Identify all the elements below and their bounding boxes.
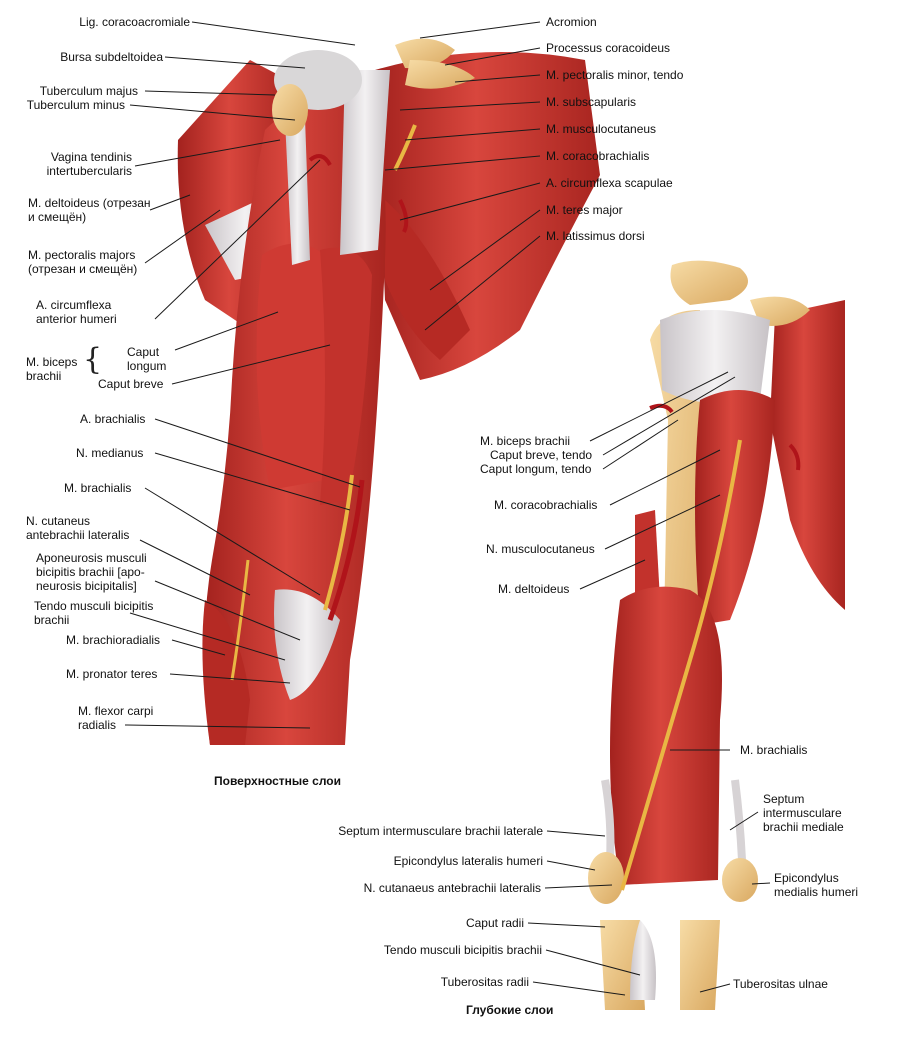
deep-latissimus	[770, 300, 845, 610]
label-deltoideus-1: M. deltoideus (отрезан	[28, 196, 151, 210]
label-n-cutanaeus: N. cutanaeus antebrachii lateralis	[363, 881, 541, 895]
label-deep-biceps: M. biceps brachii	[480, 434, 571, 448]
biceps-short-tendon	[340, 70, 390, 255]
label-tuberositas-radii: Tuberositas radii	[440, 975, 529, 989]
label-epicondylus-med-1: Epicondylus	[774, 871, 839, 885]
label-deep-tendo-biceps: Tendo musculi bicipitis brachii	[383, 943, 542, 957]
label-aponeurosis-1: Aponeurosis musculi	[36, 551, 147, 565]
label-tuberositas-ulnae: Tuberositas ulnae	[733, 977, 828, 991]
label-caput-longum-2: longum	[127, 359, 167, 373]
label-m-brachialis: M. brachialis	[64, 481, 132, 495]
label-pectoralis-2: (отрезан и смещён)	[28, 262, 138, 276]
label-subscapularis: M. subscapularis	[546, 95, 637, 109]
deep-artery-branch	[788, 443, 801, 471]
label-aponeurosis-3: neurosis bicipitalis]	[36, 579, 137, 593]
median-nerve	[323, 474, 354, 611]
label-caput-breve: Caput breve	[98, 377, 164, 391]
label-tendo-biceps-1: Tendo musculi bicipitis	[34, 599, 154, 613]
label-n-medianus: N. medianus	[76, 446, 144, 460]
deep-shoulder-bone	[670, 260, 748, 305]
lateral-cutaneous-nerve	[230, 559, 250, 681]
label-brachioradialis: M. brachioradialis	[66, 633, 161, 647]
biceps-short-head	[320, 247, 372, 505]
medial-epicondyle	[722, 858, 758, 902]
label-deltoideus-2: и смещён)	[28, 210, 87, 224]
caption-deep: Глубокие слои	[466, 1003, 554, 1017]
label-musculocutaneus: M. musculocutaneus	[546, 122, 657, 136]
label-aponeurosis-2: bicipitis brachii [apo-	[36, 565, 145, 579]
label-teres-major: M. teres major	[546, 203, 623, 217]
biceps-brace: {	[83, 342, 103, 377]
label-septum-med-1: Septum	[763, 792, 805, 806]
deep-musculocutaneous-nerve	[620, 439, 742, 891]
deep-deltoid	[635, 510, 660, 605]
label-epicondylus-med-2: medialis humeri	[774, 885, 859, 899]
label-deep-musculocutaneus: N. musculocutaneus	[486, 542, 595, 556]
label-pronator-teres: M. pronator teres	[66, 667, 158, 681]
capsule	[660, 310, 770, 404]
label-processus-coracoideus: Processus coracoideus	[546, 41, 671, 55]
label-a-brachialis: A. brachialis	[80, 412, 146, 426]
deep-arm	[588, 260, 845, 1010]
label-deep-caput-breve: Caput breve, tendo	[490, 448, 593, 462]
label-coracobrachialis: M. coracobrachialis	[546, 149, 650, 163]
label-vagina-1: Vagina tendinis	[50, 150, 132, 164]
label-n-cutaneus-2: antebrachii lateralis	[26, 528, 130, 542]
brachial-artery	[327, 479, 365, 621]
label-bursa-subdeltoidea: Bursa subdeltoidea	[60, 50, 163, 64]
lateral-septum	[601, 779, 615, 861]
label-vagina-2: intertubercularis	[46, 164, 132, 178]
caption-superficial: Поверхностные слои	[214, 774, 342, 788]
label-biceps-2: brachii	[26, 369, 62, 383]
label-flexor-carpi-1: M. flexor carpi	[78, 704, 154, 718]
label-circumflexa-ant-1: A. circumflexa	[36, 298, 112, 312]
deep-coracobrachialis	[695, 390, 775, 625]
biceps-long-tendon	[285, 118, 310, 265]
label-septum-med-3: brachii mediale	[763, 820, 844, 834]
label-caput-longum-1: Caput	[127, 345, 160, 359]
label-pectoralis-minor: M. pectoralis minor, tendo	[546, 68, 684, 82]
medial-septum	[731, 779, 746, 861]
label-biceps-1: M. biceps	[26, 355, 78, 369]
label-circumflexa-ant-2: anterior humeri	[36, 312, 117, 326]
label-caput-radii: Caput radii	[465, 916, 524, 930]
leader-lines	[124, 21, 771, 996]
label-deep-caput-longum: Caput longum, tendo	[480, 462, 592, 476]
deep-biceps-tendon	[630, 920, 656, 1000]
label-acromion: Acromion	[546, 15, 597, 29]
label-pectoralis-1: M. pectoralis majors	[28, 248, 136, 262]
label-tendo-biceps-2: brachii	[34, 613, 70, 627]
label-flexor-carpi-2: radialis	[78, 718, 117, 732]
label-epicondylus-lat: Epicondylus lateralis humeri	[393, 854, 543, 868]
superficial-arm	[177, 38, 600, 745]
label-latissimus-dorsi: M. latissimus dorsi	[546, 229, 645, 243]
musculocutaneous-nerve	[393, 124, 417, 171]
label-n-cutaneus-1: N. cutaneus	[26, 514, 91, 528]
lateral-epicondyle	[588, 852, 624, 904]
ulna	[680, 920, 720, 1010]
deep-circumflex-artery	[649, 403, 674, 414]
biceps-long-head	[256, 243, 337, 490]
label-lig-coracoacromiale: Lig. coracoacromiale	[79, 15, 190, 29]
label-deep-deltoideus: M. deltoideus	[498, 582, 570, 596]
label-tuberculum-majus: Tuberculum majus	[39, 84, 138, 98]
label-circumflexa-scapulae: A. circumflexa scapulae	[546, 176, 673, 190]
label-septum-lat: Septum intermusculare brachii laterale	[338, 824, 543, 838]
label-septum-med-2: intermusculare	[763, 806, 842, 820]
latissimus-muscle	[385, 200, 470, 360]
label-deep-brachialis: M. brachialis	[740, 743, 808, 757]
circumflex-artery	[308, 154, 332, 167]
brachioradialis-muscle	[202, 600, 250, 745]
bicipital-aponeurosis	[274, 589, 340, 700]
label-tuberculum-minus: Tuberculum minus	[26, 98, 125, 112]
tuberculum-bone	[272, 84, 308, 136]
label-deep-coracobrachialis: M. coracobrachialis	[494, 498, 598, 512]
